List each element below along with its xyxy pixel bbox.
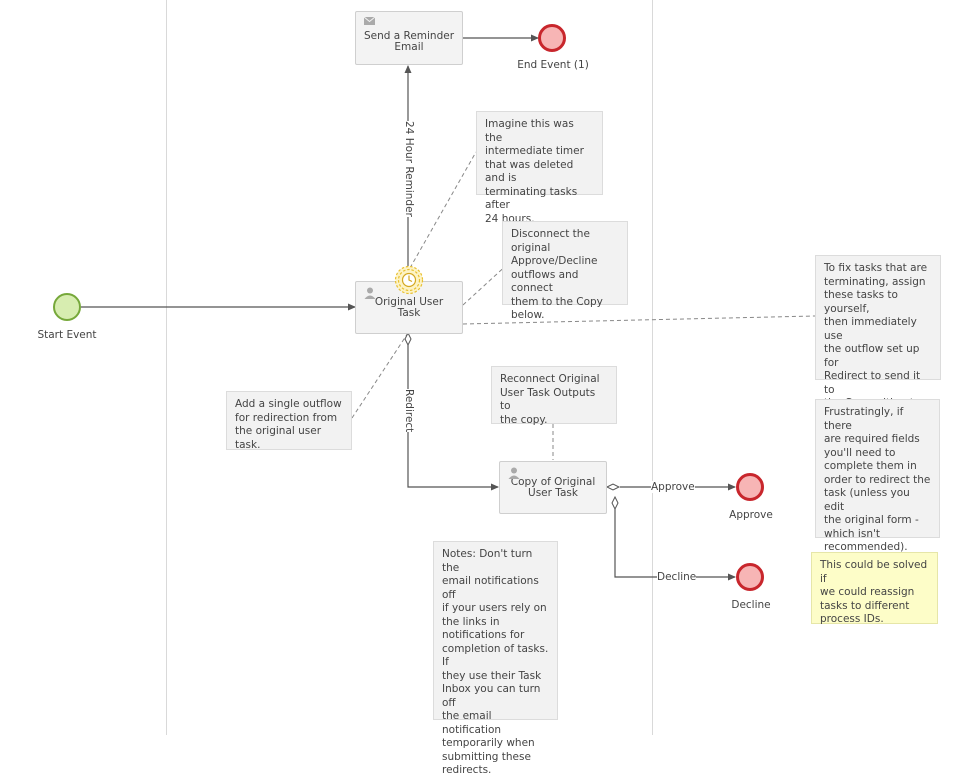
- flow-redirect[interactable]: [407, 345, 499, 491]
- flow-label-approve: Approve: [651, 481, 695, 493]
- user-icon: [364, 287, 376, 299]
- task-send-reminder-email[interactable]: Send a Reminder Email: [355, 11, 463, 65]
- association-timer-note: [409, 151, 477, 269]
- end-event-1-circle[interactable]: [538, 24, 566, 52]
- flow-source-diamond: [611, 495, 619, 511]
- association-outflow-note: [351, 332, 409, 419]
- flow-label-redirect: Redirect: [403, 389, 415, 433]
- end-event-approve-label: Approve: [729, 509, 773, 521]
- task-label: Send a Reminder Email: [363, 30, 455, 53]
- note-reconnect-outputs[interactable]: Reconnect Original User Task Outputs to …: [491, 366, 617, 426]
- end-event-1-label: End Event (1): [517, 59, 589, 71]
- flow-source-diamond: [404, 331, 412, 347]
- lane-divider: [652, 0, 653, 735]
- diagram-canvas: Send a Reminder Email Original User Task…: [37, 0, 941, 776]
- association-fix-note: [462, 315, 816, 325]
- note-add-single-outflow[interactable]: Add a single outflow for redirection fro…: [226, 391, 352, 451]
- task-label: Original User Task: [374, 295, 444, 319]
- association-disconnect-note: [462, 261, 511, 306]
- end-event-decline-circle[interactable]: [736, 563, 764, 591]
- flow-label-decline: Decline: [657, 571, 697, 583]
- end-event-decline-label: Decline: [731, 599, 771, 611]
- note-intermediate-timer[interactable]: Imagine this was the intermediate timer …: [476, 111, 603, 225]
- start-event-label: Start Event: [37, 329, 97, 341]
- end-event-approve-circle[interactable]: [736, 473, 764, 501]
- user-icon: [508, 467, 520, 479]
- task-copy-of-original-user-task[interactable]: Copy of Original User Task: [499, 461, 607, 514]
- note-disconnect-outflows[interactable]: Disconnect the original Approve/Decline …: [502, 221, 628, 321]
- start-event-circle[interactable]: [53, 293, 81, 321]
- flow-label-24-hour-reminder: 24 Hour Reminder: [403, 121, 415, 217]
- flow-source-diamond: [605, 483, 621, 491]
- task-original-user-task[interactable]: Original User Task: [355, 281, 463, 334]
- note-reassign-process-ids[interactable]: This could be solved if we could reassig…: [811, 552, 938, 625]
- flow-decline[interactable]: [614, 509, 736, 581]
- note-required-fields[interactable]: Frustratingly, if there are required fie…: [815, 399, 940, 553]
- note-email-notifications[interactable]: Notes: Don't turn the email notification…: [433, 541, 558, 776]
- timer-boundary-event[interactable]: [394, 265, 424, 295]
- note-fix-terminating-tasks[interactable]: To fix tasks that are terminating, assig…: [815, 255, 941, 436]
- lane-divider: [166, 0, 167, 735]
- envelope-icon: [364, 17, 375, 25]
- task-label: Copy of Original User Task: [510, 475, 596, 499]
